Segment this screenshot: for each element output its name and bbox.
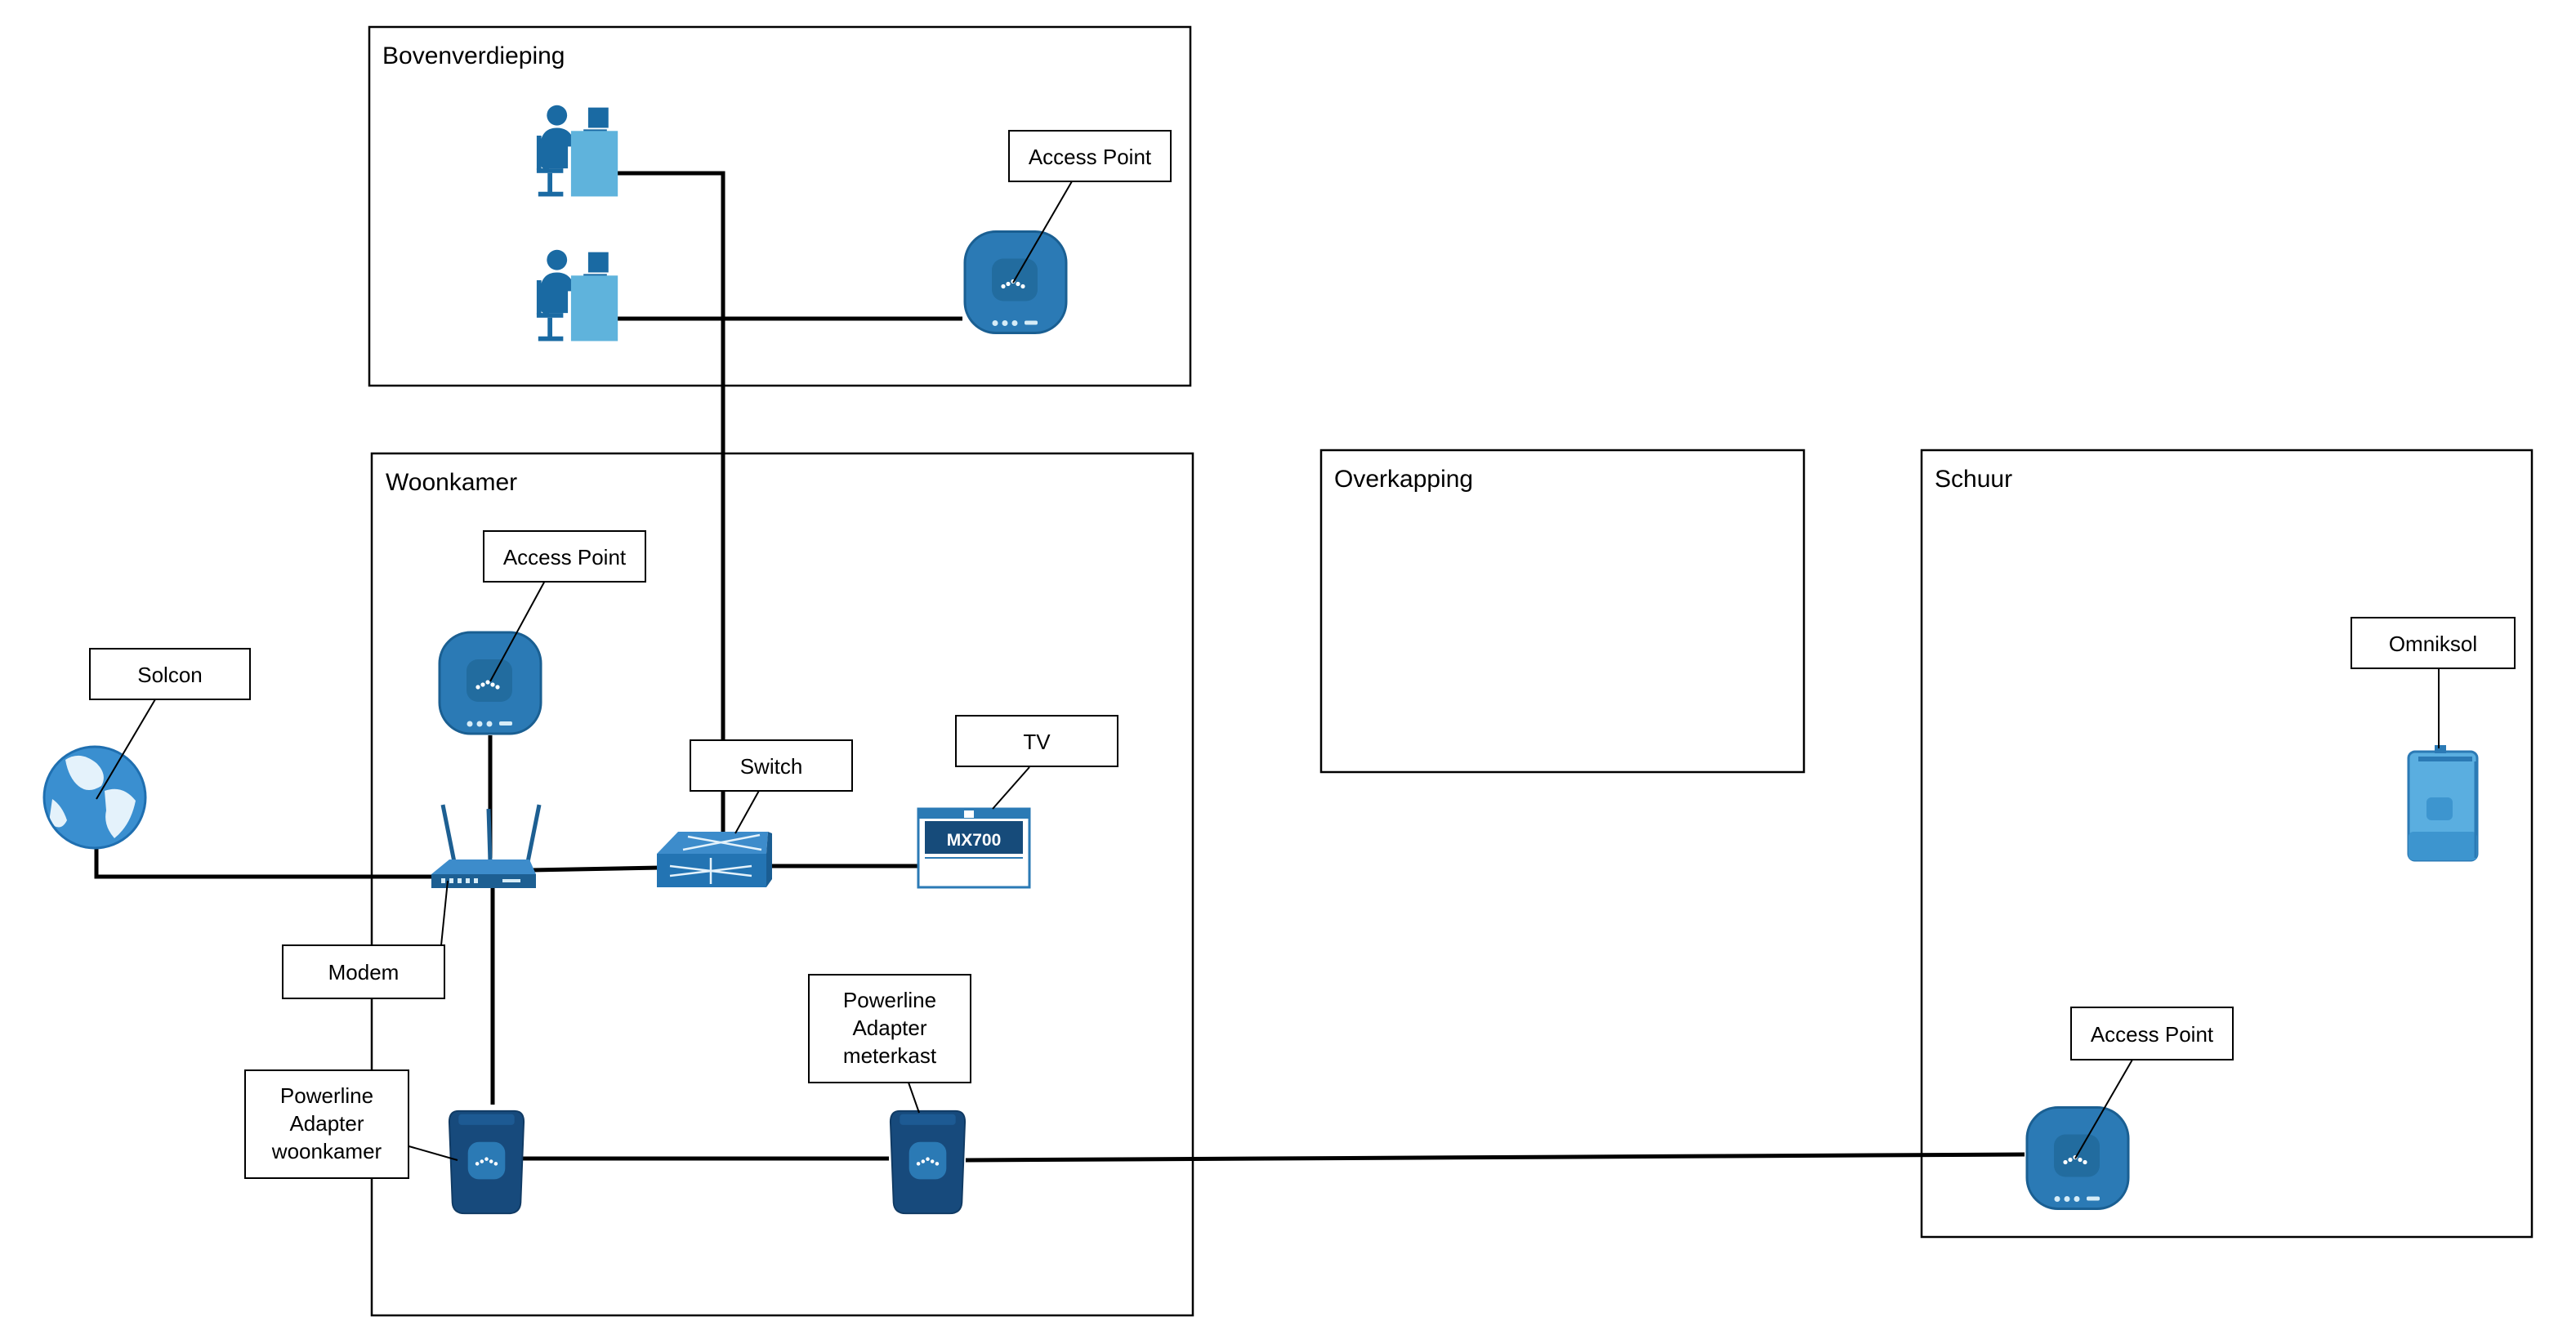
room-bovenverdieping: Bovenverdieping: [368, 25, 1192, 387]
room-overkapping: Overkapping: [1319, 449, 1806, 774]
label-text: Solcon: [137, 663, 203, 687]
label-switch: Switch: [690, 739, 853, 792]
workstation-icon: [536, 105, 618, 197]
label-line: Powerline: [843, 988, 936, 1012]
globe-icon: [42, 745, 147, 850]
room-title: Woonkamer: [386, 469, 517, 496]
label-access-point-boven: Access Point: [1008, 130, 1172, 182]
label-line: Powerline: [280, 1083, 373, 1108]
router-icon: [431, 804, 542, 888]
label-line: Adapter: [852, 1016, 926, 1040]
callout-line-ap-schuur: [2074, 1059, 2133, 1159]
room-border: [1920, 449, 2534, 1239]
label-text: Omniksol: [2389, 632, 2477, 656]
room-title: Schuur: [1935, 466, 2012, 493]
label-text: Access Point: [2091, 1022, 2214, 1047]
label-text: Switch: [740, 754, 803, 779]
label-powerline-woonkamer: Powerline Adapter woonkamer: [244, 1069, 409, 1179]
tv-icon: MX700: [917, 807, 1031, 889]
callout-line-modem: [440, 880, 449, 946]
label-text: TV: [1023, 730, 1051, 754]
label-omniksol: Omniksol: [2351, 617, 2516, 669]
room-schuur: Schuur: [1920, 449, 2534, 1239]
link-modem-switch: [530, 865, 661, 873]
link-pc1-switch: [617, 171, 725, 854]
callout-line-switch: [734, 788, 761, 834]
callout-line-tv: [992, 766, 1030, 810]
label-line: Adapter: [289, 1111, 364, 1136]
access-point-icon: [963, 230, 1068, 335]
label-line: woonkamer: [271, 1139, 382, 1163]
label-text: Access Point: [503, 545, 627, 569]
tv-screen-text: MX700: [947, 831, 1002, 850]
workstation-icon: [536, 249, 618, 342]
callout-line-powerline-woonkamer: [405, 1145, 458, 1161]
label-powerline-meterkast: Powerline Adapter meterkast: [808, 974, 971, 1083]
callout-line-ap-boven: [1012, 181, 1073, 284]
room-title: Bovenverdieping: [382, 42, 565, 69]
room-border: [370, 452, 1194, 1317]
label-text: Access Point: [1029, 145, 1152, 169]
inverter-icon: [2407, 745, 2479, 862]
label-modem: Modem: [282, 944, 445, 999]
callout-line-solcon: [96, 699, 156, 800]
label-tv: TV: [955, 715, 1118, 767]
room-woonkamer: Woonkamer: [370, 452, 1194, 1317]
room-title: Overkapping: [1334, 466, 1473, 493]
callout-line-ap-woonkamer: [489, 578, 547, 682]
powerline-adapter-icon: [889, 1110, 967, 1215]
access-point-icon: [438, 631, 542, 735]
room-border: [1319, 449, 1806, 774]
switch-icon: [657, 832, 772, 887]
label-text: Modem: [328, 960, 400, 985]
label-solcon: Solcon: [89, 648, 251, 700]
label-access-point-woonkamer: Access Point: [483, 530, 646, 583]
powerline-adapter-icon: [448, 1110, 525, 1215]
callout-line-powerline-meterkast: [908, 1082, 920, 1114]
room-border: [368, 25, 1192, 387]
label-line: meterkast: [843, 1043, 937, 1068]
link-powerline-ap-schuur: [965, 1152, 2025, 1163]
link-globe-modem: [94, 835, 437, 879]
callout-lines: [96, 181, 2440, 1161]
access-point-icon: [2025, 1105, 2130, 1211]
label-access-point-schuur: Access Point: [2070, 1007, 2234, 1060]
